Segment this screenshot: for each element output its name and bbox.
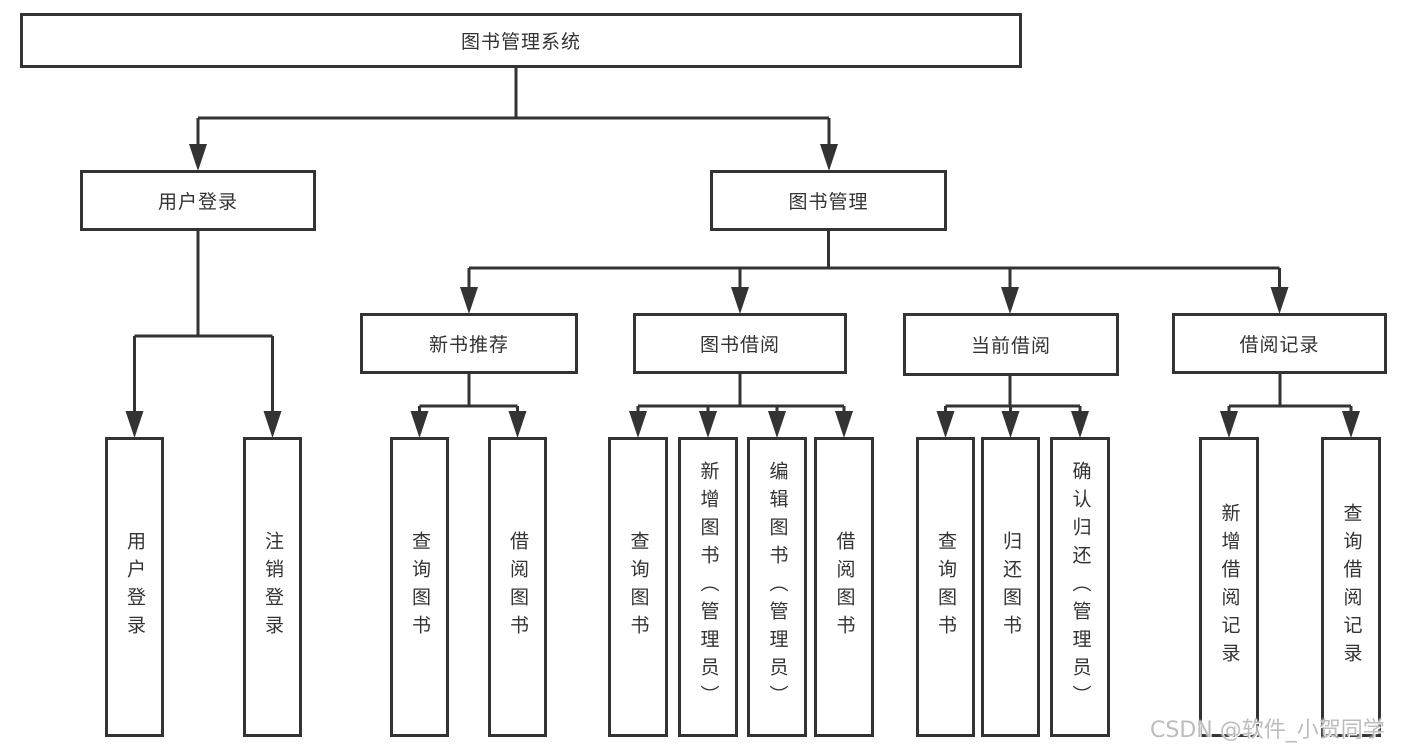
leaf-borrow-books-label: 借阅图书 <box>833 531 856 643</box>
leaf-logout-label: 注销登录 <box>262 531 284 643</box>
node-borrow-records-label: 借阅记录 <box>1239 334 1320 356</box>
leaf-query-borrow-record-label: 查询借阅记录 <box>1340 503 1363 671</box>
leaf-return-books-label: 归还图书 <box>1000 531 1022 643</box>
leaf-recommend-query-books: 查询图书 <box>390 437 449 737</box>
arrowheads <box>125 144 1360 438</box>
node-user-login: 用户登录 <box>80 170 316 231</box>
leaf-user-login: 用户登录 <box>105 437 164 737</box>
node-new-book-recommend: 新书推荐 <box>360 313 578 374</box>
leaf-borrow-query-books: 查询图书 <box>608 437 668 737</box>
leaf-add-borrow-record-label: 新增借阅记录 <box>1218 503 1241 671</box>
csdn-watermark: CSDN @软件_小贺同学 <box>1150 718 1385 743</box>
node-new-book-recommend-label: 新书推荐 <box>428 334 509 356</box>
leaf-current-query-books: 查询图书 <box>916 437 975 737</box>
node-book-borrow: 图书借阅 <box>633 313 847 374</box>
node-root-label: 图书管理系统 <box>460 31 581 53</box>
node-current-borrow: 当前借阅 <box>903 313 1119 376</box>
leaf-edit-books-admin-label: 编辑图书（管理员） <box>766 461 789 713</box>
leaf-confirm-return-admin-label: 确认归还（管理员） <box>1069 461 1092 713</box>
leaf-query-borrow-record: 查询借阅记录 <box>1321 437 1381 737</box>
leaf-borrow-query-books-label: 查询图书 <box>627 531 650 643</box>
leaf-user-login-label: 用户登录 <box>124 531 146 643</box>
node-user-login-label: 用户登录 <box>157 191 238 213</box>
leaf-recommend-borrow-books-label: 借阅图书 <box>507 531 529 643</box>
leaf-recommend-query-books-label: 查询图书 <box>409 531 431 643</box>
node-book-borrow-label: 图书借阅 <box>699 334 780 356</box>
leaf-confirm-return-admin: 确认归还（管理员） <box>1050 437 1110 737</box>
leaf-add-books-admin-label: 新增图书（管理员） <box>697 461 720 713</box>
node-current-borrow-label: 当前借阅 <box>970 335 1051 357</box>
leaf-recommend-borrow-books: 借阅图书 <box>488 437 547 737</box>
node-borrow-records: 借阅记录 <box>1172 313 1387 374</box>
leaf-current-query-books-label: 查询图书 <box>935 531 957 643</box>
leaf-edit-books-admin: 编辑图书（管理员） <box>747 437 807 737</box>
node-book-management: 图书管理 <box>710 170 947 231</box>
node-book-management-label: 图书管理 <box>788 191 869 213</box>
leaf-borrow-books: 借阅图书 <box>814 437 874 737</box>
node-root: 图书管理系统 <box>20 13 1022 68</box>
leaf-add-borrow-record: 新增借阅记录 <box>1199 437 1259 737</box>
leaf-add-books-admin: 新增图书（管理员） <box>678 437 738 737</box>
leaf-return-books: 归还图书 <box>981 437 1040 737</box>
leaf-logout: 注销登录 <box>243 437 302 737</box>
